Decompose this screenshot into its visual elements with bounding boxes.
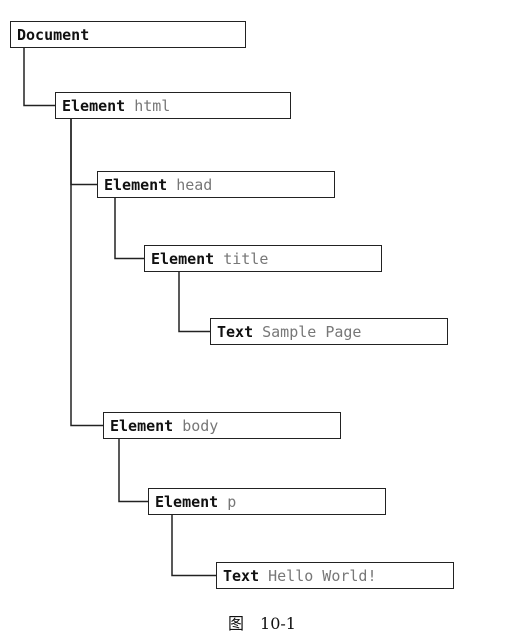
- figure-caption: 图 10-1: [0, 610, 524, 634]
- node-element-body: Element body: [103, 412, 341, 439]
- node-kind: Element: [110, 416, 174, 435]
- node-name: p: [227, 492, 237, 511]
- node-name: body: [182, 416, 219, 435]
- node-text-sample-page: Text Sample Page: [210, 318, 448, 345]
- node-element-html: Element html: [55, 92, 291, 119]
- node-kind: Text: [223, 566, 260, 585]
- node-name: html: [134, 96, 171, 115]
- node-name: head: [176, 175, 213, 194]
- caption-label: 图: [228, 614, 245, 633]
- edge-p-p-text: [171, 515, 216, 577]
- node-document: Document: [10, 21, 246, 48]
- node-kind: Document: [17, 25, 90, 44]
- node-element-title: Element title: [144, 245, 382, 272]
- caption-number: 10-1: [260, 614, 296, 633]
- node-kind: Element: [62, 96, 126, 115]
- node-text-hello-world: Text Hello World!: [216, 562, 454, 589]
- node-element-p: Element p: [148, 488, 386, 515]
- edge-document-html: [23, 48, 55, 107]
- node-kind: Element: [104, 175, 168, 194]
- node-element-head: Element head: [97, 171, 335, 198]
- edge-title-title-text: [178, 272, 210, 333]
- edge-head-title: [114, 198, 144, 260]
- node-kind: Text: [217, 322, 254, 341]
- node-kind: Element: [151, 249, 215, 268]
- node-kind: Element: [155, 492, 219, 511]
- edge-body-p: [118, 439, 148, 503]
- node-name: title: [223, 249, 269, 268]
- edge-html-head: [70, 119, 97, 186]
- node-name: Hello World!: [268, 566, 377, 585]
- node-name: Sample Page: [262, 322, 362, 341]
- edge-html-body: [70, 119, 103, 427]
